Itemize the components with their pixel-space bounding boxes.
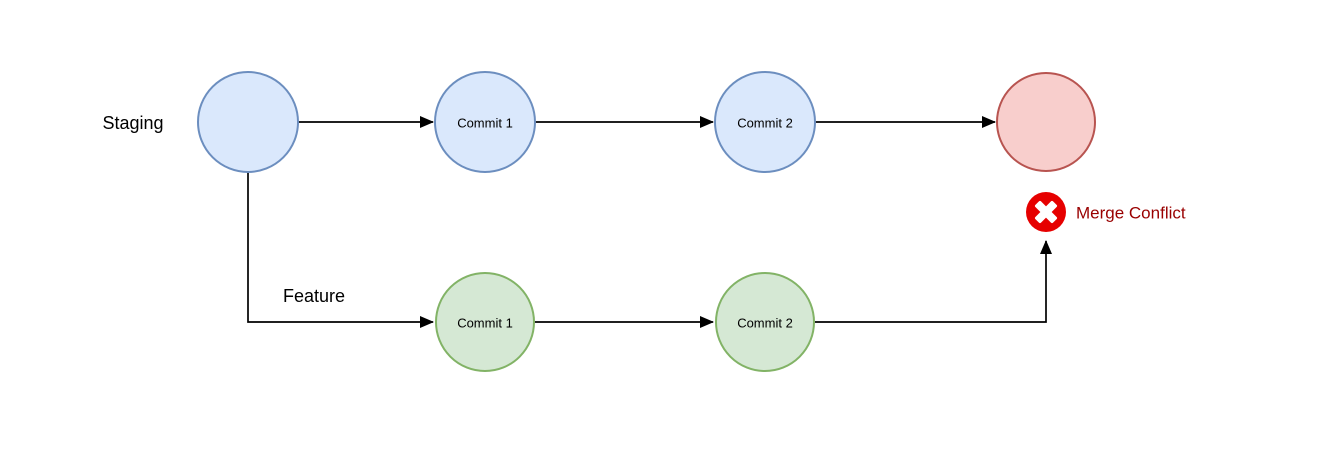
feature-commit1-label: Commit 1 (457, 316, 513, 331)
staging-commit2-label: Commit 2 (737, 116, 793, 131)
staging-commit1-node (434, 71, 536, 173)
edge-branch-to-feature-commit1 (247, 172, 434, 328)
merge-conflict-label: Merge Conflict (1076, 204, 1186, 223)
feature-commit2-node (715, 272, 815, 372)
feature-branch-label: Feature (283, 286, 345, 306)
error-x-icon (1026, 192, 1066, 232)
edge-feature-commit2-to-conflict (815, 240, 1052, 323)
staging-start-node (197, 71, 299, 173)
staging-commit1-label: Commit 1 (457, 116, 513, 131)
feature-commit1-node (435, 272, 535, 372)
merge-result-node (996, 72, 1096, 172)
error-icon-cross (1034, 200, 1058, 224)
staging-branch-label: Staging (102, 113, 163, 133)
feature-commit2-label: Commit 2 (737, 316, 793, 331)
staging-commit2-node (714, 71, 816, 173)
